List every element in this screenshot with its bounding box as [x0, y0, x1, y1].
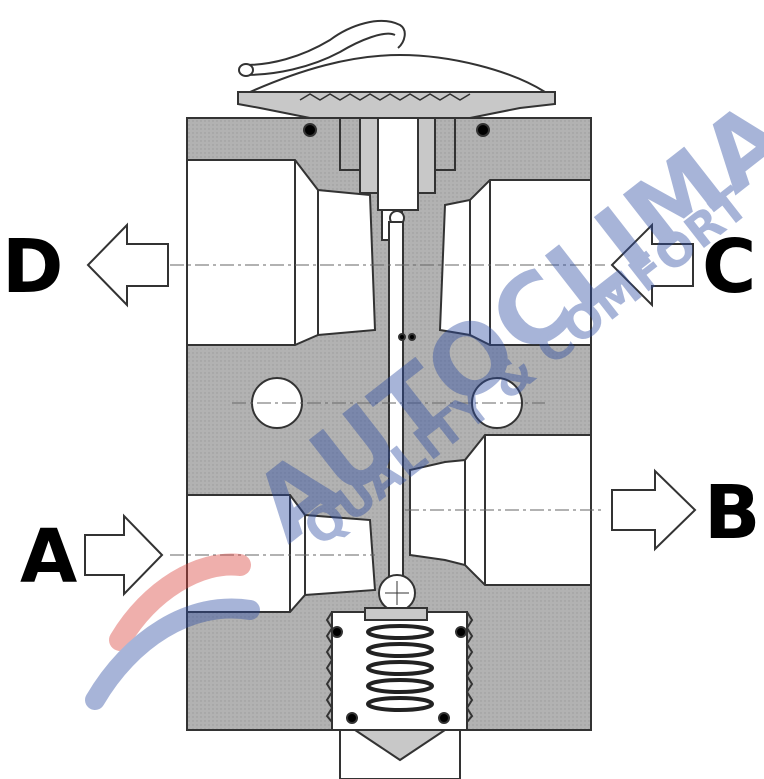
valve-ball: [378, 574, 416, 612]
arrow-b: [611, 468, 697, 552]
mounting-hole-right: [471, 377, 523, 429]
port-c-cavity: [438, 179, 592, 346]
arrow-c: [610, 222, 694, 308]
arrow-d: [86, 222, 169, 308]
spring: [366, 624, 434, 712]
port-label-b: B: [704, 470, 760, 556]
watermark-swoosh-blue: [85, 598, 260, 710]
thermostatic-head: [237, 53, 556, 211]
watermark-swoosh-red: [109, 553, 251, 651]
port-label-a: A: [20, 514, 77, 600]
port-label-c: C: [702, 224, 756, 310]
arrow-a: [84, 513, 164, 597]
port-a-cavity: [186, 494, 377, 613]
port-d-cavity: [186, 159, 377, 346]
capillary-tube: [238, 20, 406, 77]
adjusting-screw: [339, 729, 461, 779]
center-lines: [170, 264, 605, 556]
port-label-d: D: [2, 224, 63, 310]
